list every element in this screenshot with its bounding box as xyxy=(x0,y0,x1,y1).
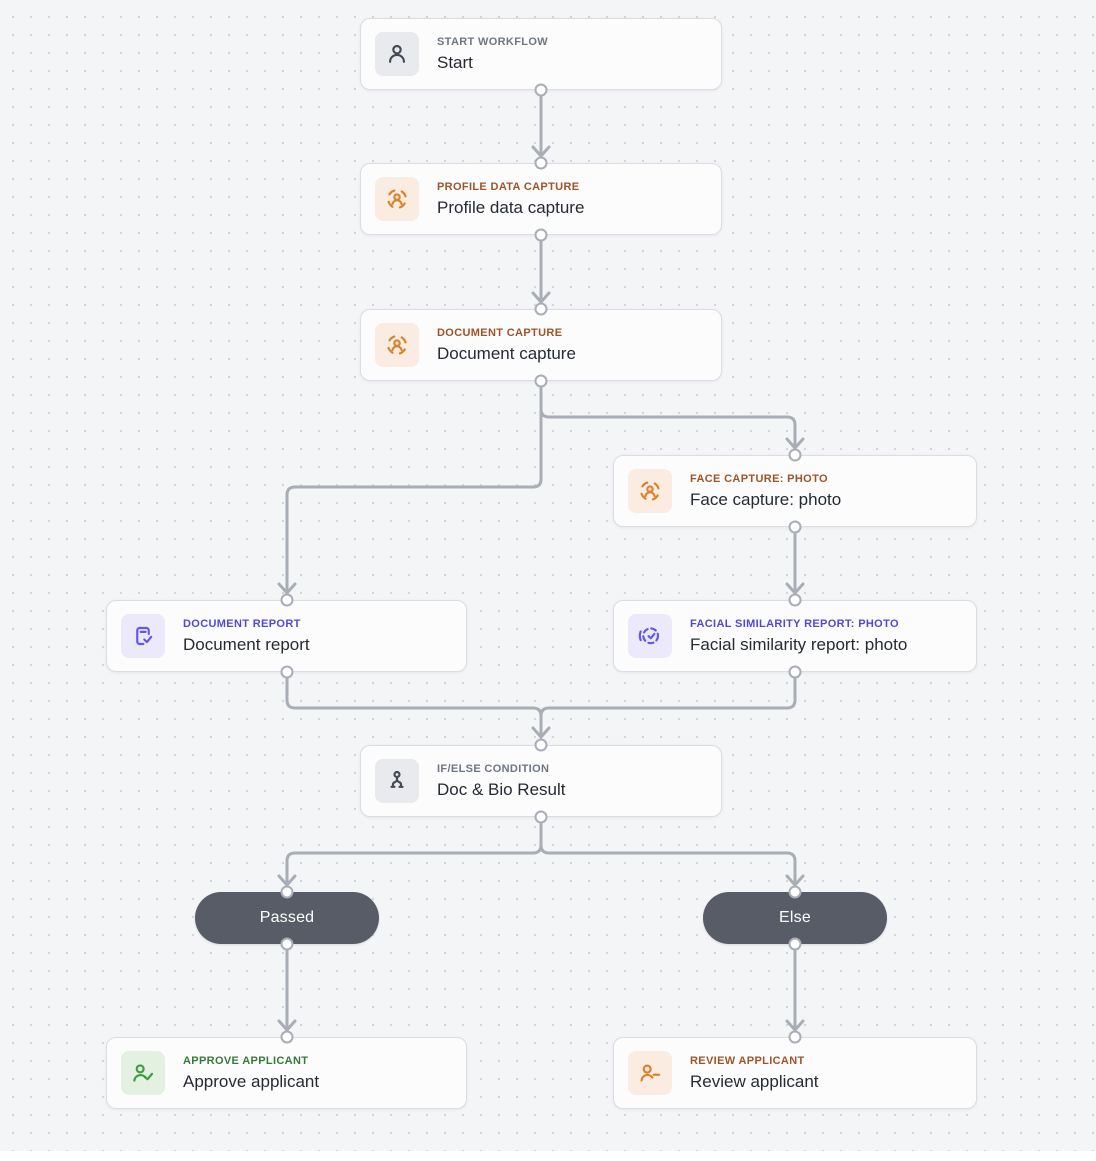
node-facial-similarity-report-photo[interactable]: FACIAL SIMILARITY REPORT: PHOTO Facial s… xyxy=(613,600,977,672)
arrowhead-icon xyxy=(785,874,805,887)
node-kind-label: FACE CAPTURE: PHOTO xyxy=(690,472,828,485)
edge-document-capture-to-face-capture xyxy=(539,407,797,449)
node-title: Face capture: photo xyxy=(690,489,842,509)
arrowhead-icon xyxy=(785,437,805,450)
arrowhead-icon xyxy=(785,582,805,595)
node-document-capture[interactable]: DOCUMENT CAPTURE Document capture xyxy=(360,309,722,381)
node-start-workflow[interactable]: START WORKFLOW Start xyxy=(360,18,722,90)
node-title: Profile data capture xyxy=(437,197,585,217)
scan-person-icon xyxy=(628,469,672,513)
node-if-else-condition[interactable]: IF/ELSE CONDITION Doc & Bio Result xyxy=(360,745,722,817)
node-approve-applicant[interactable]: APPROVE APPLICANT Approve applicant xyxy=(106,1037,467,1109)
edge-document-capture-to-document-report xyxy=(285,385,543,594)
scan-person-icon xyxy=(375,323,419,367)
node-kind-label: START WORKFLOW xyxy=(437,35,549,48)
node-title: Facial similarity report: photo xyxy=(690,634,908,654)
document-check-icon xyxy=(121,614,165,658)
node-title: Doc & Bio Result xyxy=(437,779,566,799)
node-kind-label: PROFILE DATA CAPTURE xyxy=(437,180,580,193)
person-dash-icon xyxy=(628,1051,672,1095)
edge-ifelse-to-passed xyxy=(285,821,543,886)
arrowhead-icon xyxy=(531,291,551,304)
node-title: Review applicant xyxy=(690,1071,819,1091)
arrowhead-icon xyxy=(277,1019,297,1032)
branch-icon xyxy=(375,759,419,803)
node-title: Start xyxy=(437,52,473,72)
arrowhead-icon xyxy=(785,1019,805,1032)
node-kind-label: REVIEW APPLICANT xyxy=(690,1054,805,1067)
node-title: Document report xyxy=(183,634,310,654)
edge-document-report-to-ifelse xyxy=(285,676,543,718)
arrowhead-icon xyxy=(277,874,297,887)
node-face-capture-photo[interactable]: FACE CAPTURE: PHOTO Face capture: photo xyxy=(613,455,977,527)
node-title: Document capture xyxy=(437,343,576,363)
edge-ifelse-to-else xyxy=(539,821,797,886)
scan-person-icon xyxy=(375,177,419,221)
user-icon xyxy=(375,32,419,76)
node-title: Approve applicant xyxy=(183,1071,320,1091)
node-kind-label: DOCUMENT CAPTURE xyxy=(437,326,563,339)
node-document-report[interactable]: DOCUMENT REPORT Document report xyxy=(106,600,467,672)
branch-pill-passed[interactable]: Passed xyxy=(195,892,379,944)
edge-facial-similarity-to-ifelse xyxy=(539,676,797,718)
branch-pill-label: Passed xyxy=(259,909,315,926)
arrowhead-icon xyxy=(277,582,297,595)
node-kind-label: IF/ELSE CONDITION xyxy=(437,762,550,775)
branch-pill-label: Else xyxy=(779,909,811,926)
horizontal-scrollbar-track[interactable] xyxy=(0,1151,1096,1161)
node-kind-label: APPROVE APPLICANT xyxy=(183,1054,309,1067)
face-check-icon xyxy=(628,614,672,658)
node-kind-label: FACIAL SIMILARITY REPORT: PHOTO xyxy=(690,617,899,630)
node-review-applicant[interactable]: REVIEW APPLICANT Review applicant xyxy=(613,1037,977,1109)
node-profile-data-capture[interactable]: PROFILE DATA CAPTURE Profile data captur… xyxy=(360,163,722,235)
arrowhead-icon xyxy=(531,726,551,739)
branch-pill-else[interactable]: Else xyxy=(703,892,887,944)
person-check-icon xyxy=(121,1051,165,1095)
node-kind-label: DOCUMENT REPORT xyxy=(183,617,301,630)
arrowhead-icon xyxy=(531,145,551,158)
